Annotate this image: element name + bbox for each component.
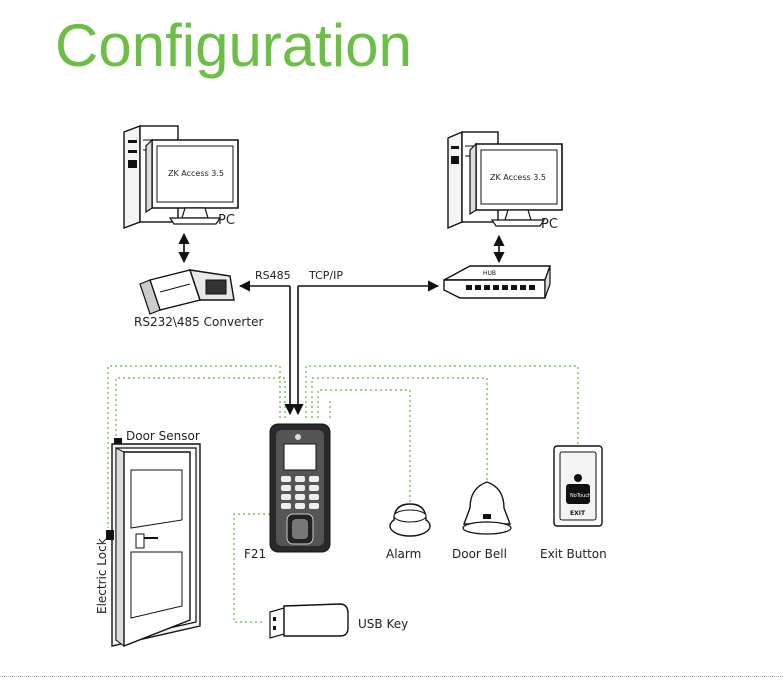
pc-right-monitor-icon [469, 142, 563, 227]
pc-left-label: PC [218, 213, 235, 228]
wire-alarm [317, 389, 411, 504]
pc-right-screen-text: ZK Access 3.5 [490, 173, 546, 182]
door-icon [106, 438, 201, 648]
exit-button-text: NoTouch [570, 493, 591, 499]
hub-icon: HUB [443, 265, 551, 299]
usb-key-icon [269, 603, 349, 639]
wire-usb-key [233, 513, 270, 623]
pc-left-monitor-icon [145, 138, 239, 225]
door-bell-icon [462, 481, 512, 535]
pc-left-screen-text: ZK Access 3.5 [168, 169, 224, 178]
wire-exit-button [305, 365, 579, 446]
converter-label: RS232\485 Converter [134, 315, 263, 329]
wire-electric-lock [107, 365, 281, 528]
wiring [107, 365, 579, 623]
exit-button-icon: NoTouch EXIT [553, 445, 603, 527]
alarm-icon [389, 503, 431, 537]
exit-button-label: Exit Button [540, 547, 607, 561]
page-title: Configuration [55, 12, 412, 79]
door-sensor-icon [114, 438, 122, 444]
exit-text: EXIT [570, 510, 586, 517]
pc-right: ZK Access 3.5 PC [447, 130, 563, 232]
electric-lock-icon [106, 530, 114, 540]
hub-text: HUB [483, 270, 496, 277]
door-bell-label: Door Bell [452, 547, 507, 561]
wire-door-bell [311, 377, 488, 482]
converter-icon [139, 269, 235, 315]
door-sensor-label: Door Sensor [126, 429, 200, 443]
pc-right-label: PC [541, 217, 558, 232]
alarm-label: Alarm [386, 547, 421, 561]
f21-label: F21 [244, 547, 266, 561]
wire-door-sensor [115, 377, 286, 441]
usb-key-label: USB Key [358, 617, 408, 631]
pc-left: ZK Access 3.5 PC [123, 124, 239, 230]
bottom-divider [0, 676, 783, 677]
f21-terminal-icon [269, 423, 331, 553]
tcpip-label: TCP/IP [308, 269, 343, 282]
electric-lock-label: Electric Lock [95, 538, 109, 614]
rs485-label: RS485 [255, 269, 291, 282]
